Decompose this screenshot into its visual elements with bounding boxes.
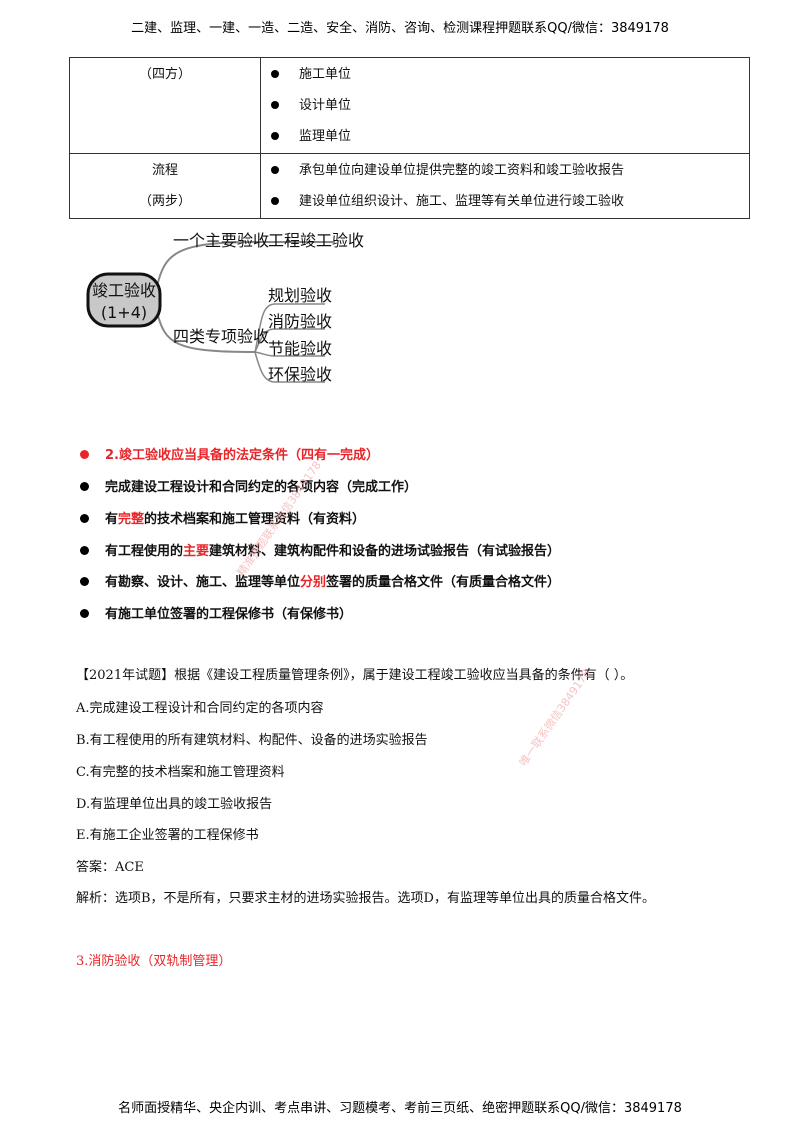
bullet-icon bbox=[80, 482, 89, 491]
bullet-icon bbox=[80, 450, 89, 459]
connector-line bbox=[254, 351, 325, 383]
root-label: 竣工验收 bbox=[92, 281, 156, 300]
list-item: 监理单位 bbox=[269, 121, 748, 152]
list-item: 施工单位 bbox=[269, 59, 748, 90]
bullet-icon bbox=[80, 609, 89, 618]
connector-line bbox=[156, 241, 335, 287]
table-cell-list: 施工单位 设计单位 监理单位 bbox=[260, 57, 750, 154]
bullet-icon bbox=[271, 197, 279, 205]
condition-item: 有勘察、设计、施工、监理等单位分别签署的质量合格文件（有质量合格文件） bbox=[80, 571, 560, 590]
table-row: （四方） 施工单位 设计单位 监理单位 bbox=[69, 57, 750, 154]
branch-main-label: 一个主要验收 bbox=[173, 231, 269, 250]
section3-title: 3.消防验收（双轨制管理） bbox=[76, 954, 232, 969]
option-a: A.完成建设工程设计和合同约定的各项内容 bbox=[76, 701, 324, 716]
page-footer: 名师面授精华、央企内训、考点串讲、习题模考、考前三页纸、绝密押题联系QQ/微信：… bbox=[118, 1101, 682, 1116]
bullet-icon bbox=[271, 132, 279, 140]
leaf-energy: 节能验收 bbox=[268, 339, 332, 358]
condition-item: 有完整的技术档案和施工管理资料（有资料） bbox=[80, 508, 365, 527]
root-sub-label: (1+4) bbox=[101, 303, 147, 322]
list-item: 承包单位向建设单位提供完整的竣工资料和竣工验收报告 bbox=[269, 155, 748, 186]
root-node bbox=[86, 272, 162, 328]
connector-line bbox=[254, 351, 325, 357]
info-table: （四方） 施工单位 设计单位 监理单位 流程 （两步） 承包单位向建设单位提供完… bbox=[69, 57, 750, 219]
connector-line bbox=[254, 328, 325, 353]
option-c: C.有完整的技术档案和施工管理资料 bbox=[76, 765, 285, 780]
connector-line bbox=[156, 311, 256, 353]
option-d: D.有监理单位出具的竣工验收报告 bbox=[76, 797, 273, 812]
leaf-environment: 环保验收 bbox=[268, 365, 332, 384]
bullet-icon bbox=[80, 577, 89, 586]
table-cell-list: 承包单位向建设单位提供完整的竣工资料和竣工验收报告 建设单位组织设计、施工、监理… bbox=[260, 153, 750, 219]
bullet-icon bbox=[271, 166, 279, 174]
cell-label: 流程 bbox=[151, 163, 178, 178]
bullet-icon bbox=[80, 514, 89, 523]
condition-item: 有工程使用的主要建筑材料、建筑构配件和设备的进场试验报告（有试验报告） bbox=[80, 540, 560, 559]
table-row: 流程 （两步） 承包单位向建设单位提供完整的竣工资料和竣工验收报告 建设单位组织… bbox=[69, 153, 750, 219]
list-item: 设计单位 bbox=[269, 90, 748, 121]
question-stem: 【2021年试题】根据《建设工程质量管理条例》，属于建设工程竣工验收应当具备的条… bbox=[76, 668, 634, 683]
branch-special-label: 四类专项验收 bbox=[173, 327, 269, 346]
cell-label: （四方） bbox=[138, 67, 191, 82]
answer: 答案：ACE bbox=[76, 860, 144, 875]
list-item: 建设单位组织设计、施工、监理等有关单位进行竣工验收 bbox=[269, 186, 748, 217]
table-cell-parties: （四方） bbox=[69, 57, 261, 154]
condition-item: 完成建设工程设计和合同约定的各项内容（完成工作） bbox=[80, 476, 417, 495]
bullet-icon bbox=[271, 101, 279, 109]
condition-item: 有施工单位签署的工程保修书（有保修书） bbox=[80, 603, 352, 622]
leaf-planning: 规划验收 bbox=[268, 286, 332, 305]
leaf-fire: 消防验收 bbox=[268, 312, 332, 331]
analysis: 解析：选项B，不是所有，只要求主材的进场实验报告。选项D，有监理等单位出具的质量… bbox=[76, 891, 655, 906]
option-e: E.有施工企业签署的工程保修书 bbox=[76, 828, 259, 843]
connector-line bbox=[254, 303, 325, 353]
option-b: B.有工程使用的所有建筑材料、构配件、设备的进场实验报告 bbox=[76, 733, 428, 748]
bullet-icon bbox=[271, 70, 279, 78]
bullet-icon bbox=[80, 546, 89, 555]
mindmap-diagram: 竣工验收 (1+4) 一个主要验收 工程竣工验收 四类专项验收 规划验收 消防验… bbox=[86, 231, 364, 384]
section2-title: 2.竣工验收应当具备的法定条件（四有一完成） bbox=[80, 444, 379, 463]
cell-label: （两步） bbox=[138, 194, 191, 209]
page-header: 二建、监理、一建、一造、二造、安全、消防、咨询、检测课程押题联系QQ/微信：38… bbox=[131, 21, 669, 36]
table-cell-process: 流程 （两步） bbox=[69, 153, 261, 219]
branch-main-leaf: 工程竣工验收 bbox=[268, 231, 364, 250]
